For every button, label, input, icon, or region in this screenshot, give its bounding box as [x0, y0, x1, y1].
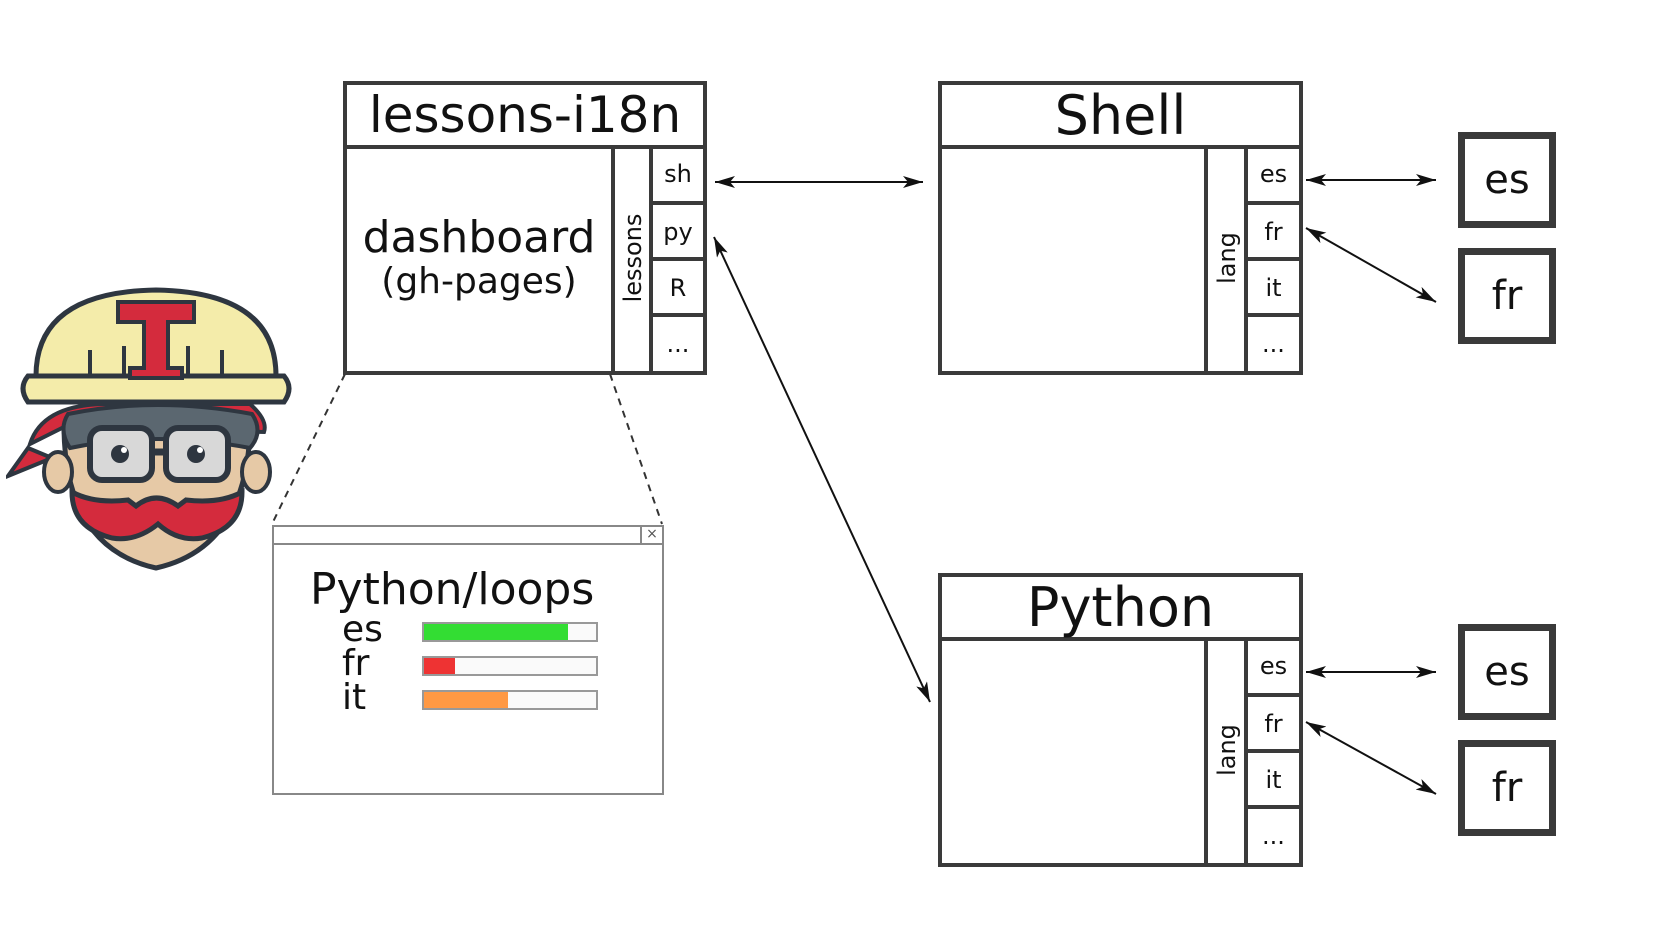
python-repo-title-bar: Python	[942, 575, 1299, 641]
tab-more[interactable]: ...	[653, 313, 703, 371]
lesson-tabs: sh py R ...	[649, 145, 703, 371]
python-target-fr[interactable]: fr	[1458, 740, 1556, 836]
shell-tab-it[interactable]: it	[1248, 257, 1299, 315]
python-tab-more[interactable]: ...	[1248, 805, 1299, 863]
progress-label-es: es	[342, 609, 383, 650]
progress-bar-fr	[422, 656, 598, 676]
dashboard-label: dashboard	[362, 212, 596, 263]
dashboard-window-titlebar: ×	[274, 527, 662, 545]
python-lang-tabs: es fr it ...	[1244, 637, 1299, 863]
zoom-line-left	[271, 373, 346, 525]
progress-label-it: it	[342, 677, 367, 718]
shell-target-fr[interactable]: fr	[1458, 248, 1556, 344]
lessons-column-label: lessons	[619, 213, 647, 303]
progress-label-fr: fr	[342, 643, 370, 684]
shell-repo-title: Shell	[1054, 83, 1187, 147]
shell-target-es[interactable]: es	[1458, 132, 1556, 228]
main-repo-body: dashboard (gh-pages)	[347, 145, 611, 371]
progress-fill-es	[424, 624, 569, 640]
progress-fill-it	[424, 692, 509, 708]
main-repo-title-bar: lessons-i18n	[347, 85, 703, 149]
main-repo-title: lessons-i18n	[368, 86, 682, 144]
shell-tab-es[interactable]: es	[1259, 160, 1288, 188]
tab-r[interactable]: R	[653, 257, 703, 315]
python-repo-title: Python	[1026, 575, 1215, 639]
zoom-line-right	[609, 373, 663, 525]
main-repo-box: lessons-i18n dashboard (gh-pages) lesson…	[343, 81, 707, 375]
arrow-py-python	[713, 236, 931, 703]
python-lang-label: lang	[1213, 724, 1241, 776]
shell-tab-more[interactable]: ...	[1248, 313, 1299, 371]
dashboard-window-title: Python/loops	[310, 564, 595, 615]
travis-mascot-icon	[6, 287, 292, 571]
tab-sh[interactable]: sh	[664, 160, 692, 188]
shell-tab-fr[interactable]: fr	[1248, 201, 1299, 259]
shell-lang-tabs: es fr it ...	[1244, 145, 1299, 371]
lessons-column: lessons	[611, 145, 651, 371]
progress-bar-es	[422, 622, 598, 642]
arrow-shell-fr	[1305, 227, 1437, 303]
progress-fill-fr	[424, 658, 455, 674]
arrow-python-fr	[1305, 721, 1437, 795]
progress-bar-it	[422, 690, 598, 710]
python-repo-box: Python lang es fr it ...	[938, 573, 1303, 867]
shell-repo-box: Shell lang es fr it ...	[938, 81, 1303, 375]
gh-pages-label: (gh-pages)	[381, 261, 577, 302]
python-tab-es[interactable]: es	[1259, 652, 1288, 680]
shell-lang-column: lang	[1204, 145, 1246, 371]
python-lang-column: lang	[1204, 637, 1246, 863]
tab-py[interactable]: py	[653, 201, 703, 259]
shell-lang-label: lang	[1213, 232, 1241, 284]
python-target-es[interactable]: es	[1458, 624, 1556, 720]
close-icon[interactable]: ×	[640, 527, 662, 545]
python-tab-fr[interactable]: fr	[1248, 693, 1299, 751]
python-tab-it[interactable]: it	[1248, 749, 1299, 807]
shell-repo-title-bar: Shell	[942, 83, 1299, 149]
